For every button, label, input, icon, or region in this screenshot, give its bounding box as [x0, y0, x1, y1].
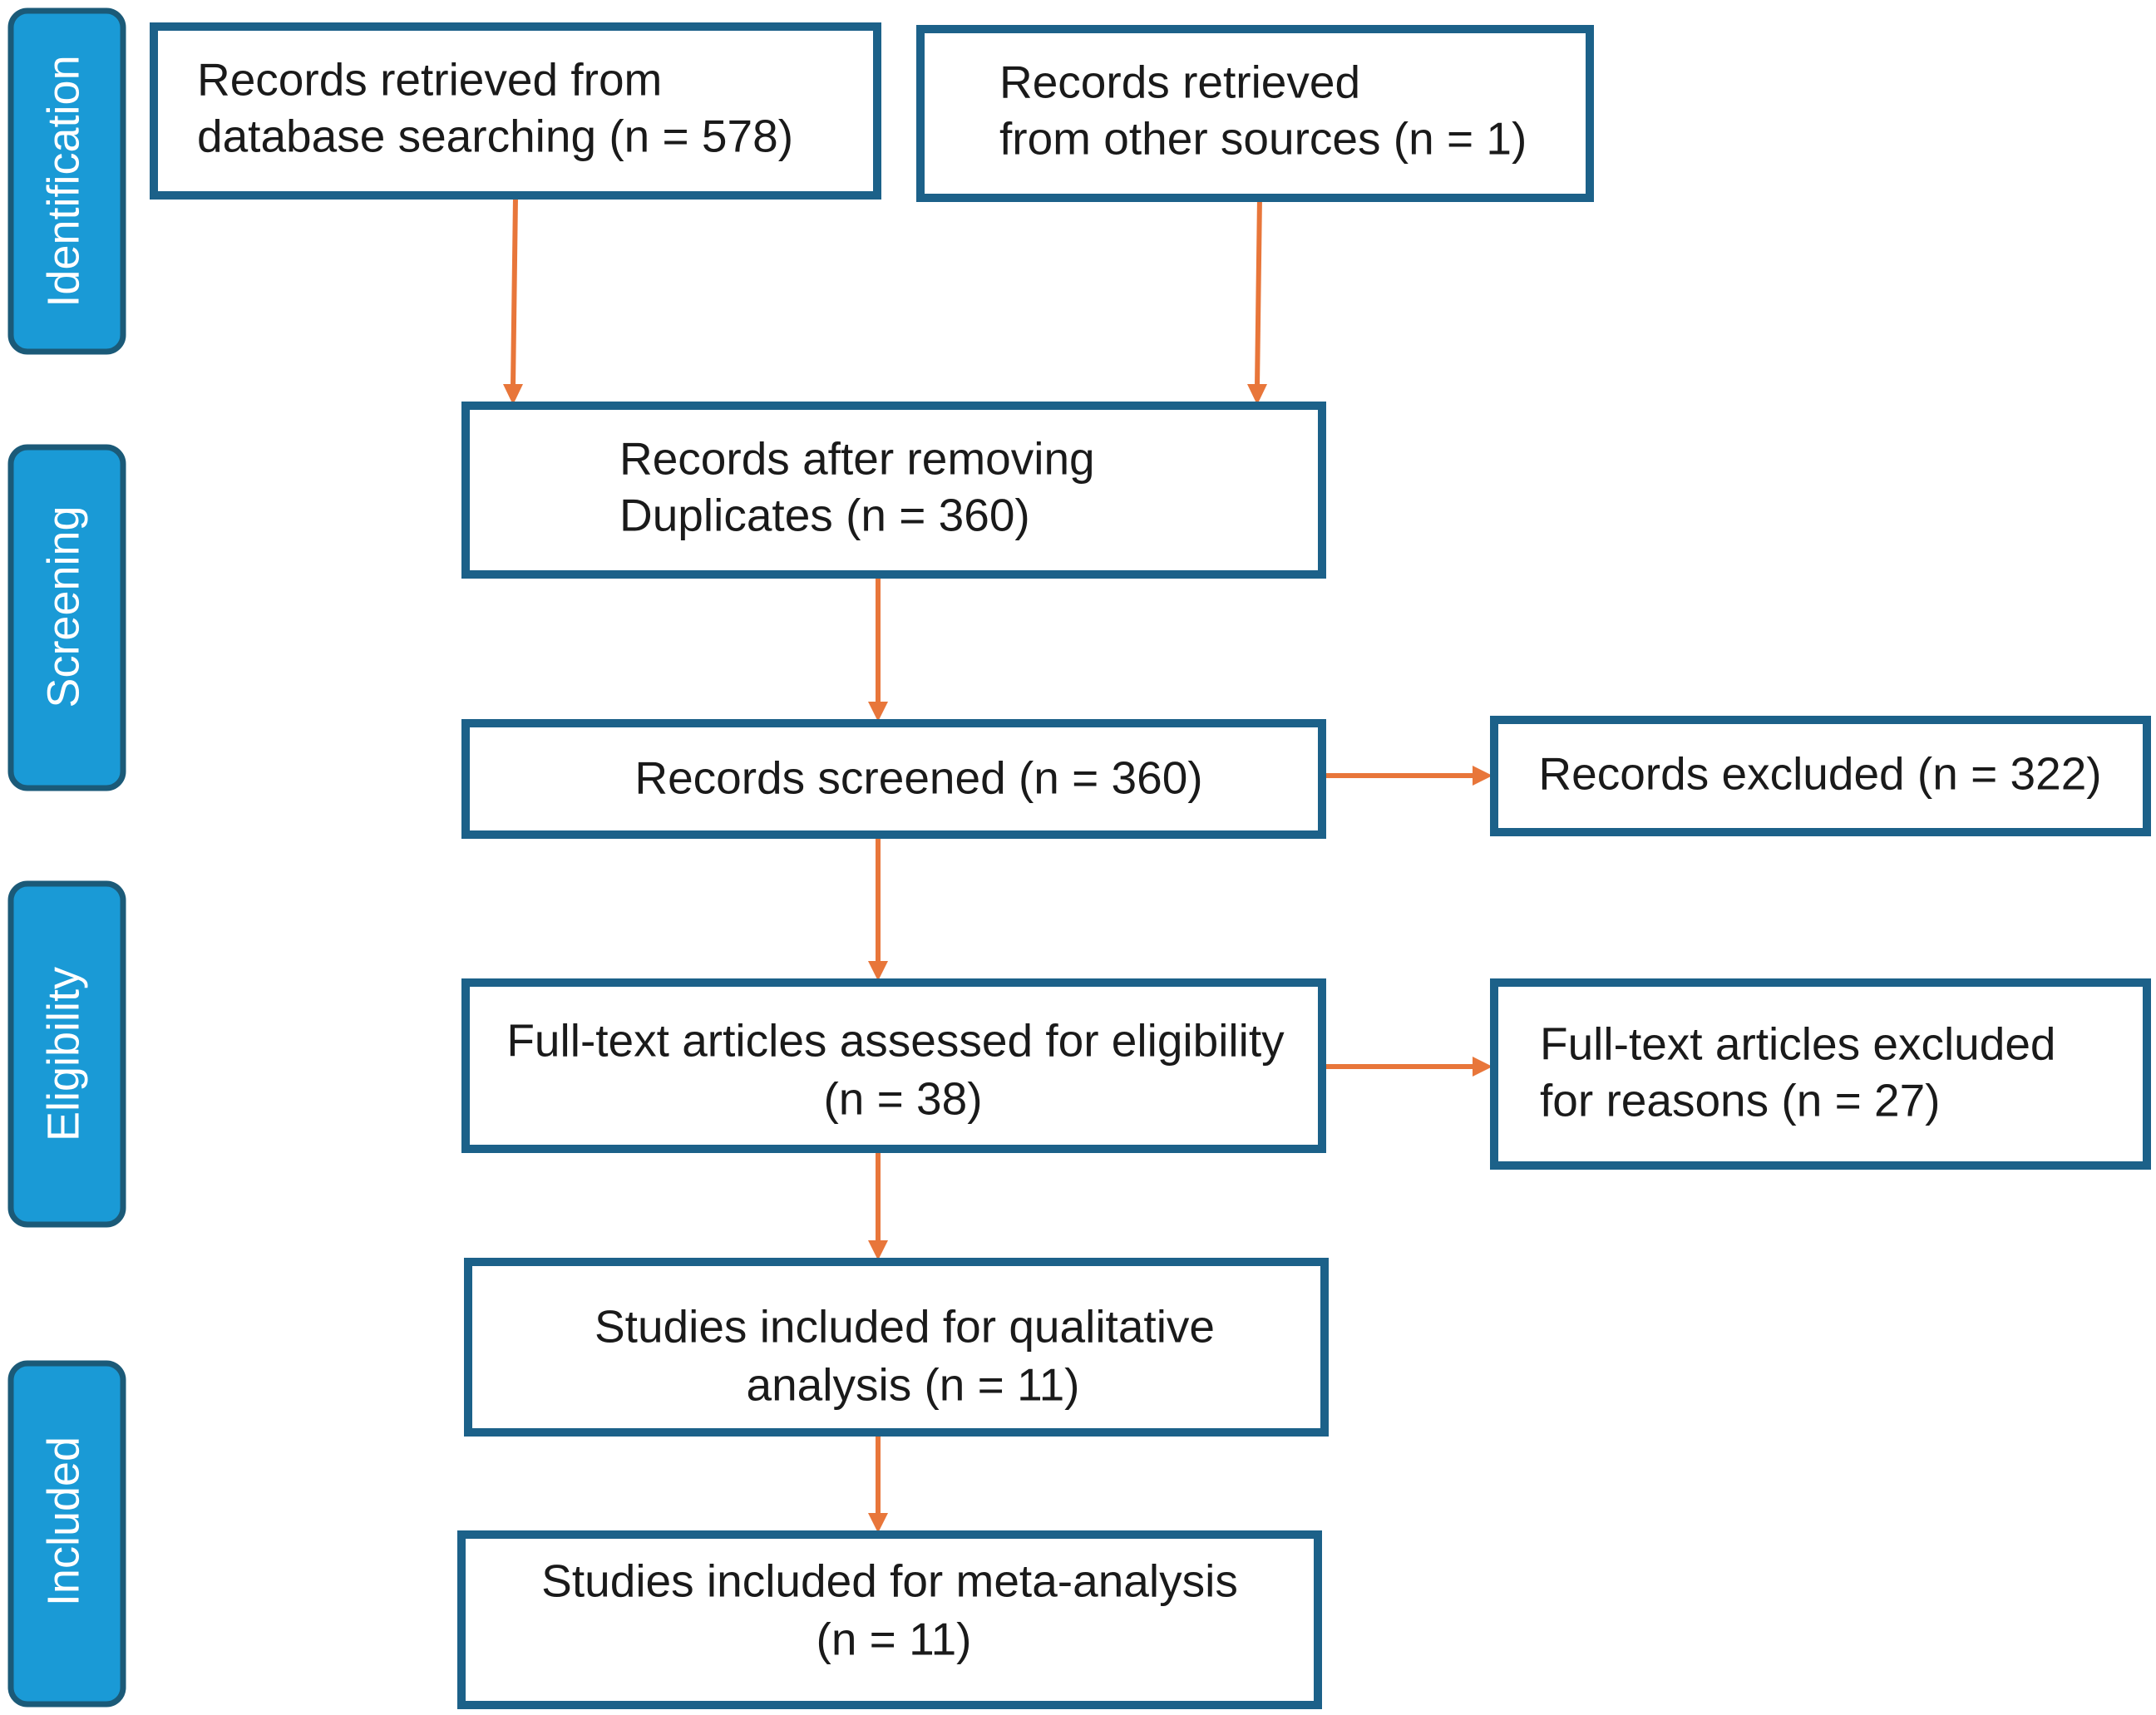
phase-included: Included [7, 1360, 126, 1708]
meta-analysis-line1: Studies included for meta-analysis [541, 1555, 1238, 1607]
arrow-other-to-dedup [1255, 196, 1262, 387]
fulltext-assessed-line1: Full-text articles assessed for eligibil… [506, 1015, 1285, 1067]
arrows [503, 196, 1492, 1533]
fulltext-assessed-line2: (n = 38) [823, 1073, 982, 1125]
qualitative-line2: analysis (n = 11) [747, 1359, 1080, 1411]
fulltext-excluded-line2: for reasons (n = 27) [1540, 1075, 1941, 1126]
after-duplicates-line2: Duplicates (n = 360) [619, 490, 1030, 541]
qualitative-line1: Studies included for qualitative [595, 1301, 1215, 1353]
box-after-duplicates: Records after removing Duplicates (n = 3… [461, 402, 1326, 579]
meta-analysis-line2: (n = 11) [817, 1614, 972, 1665]
phase-eligibility: Eligibility [7, 880, 126, 1228]
phase-eligibility-label: Eligibility [38, 967, 88, 1141]
phase-identification-label: Identification [38, 55, 88, 307]
other-records-line2: from other sources (n = 1) [999, 113, 1527, 165]
phase-included-label: Included [38, 1437, 88, 1606]
arrow-database-to-dedup [511, 196, 518, 387]
phase-identification: Identification [7, 7, 126, 355]
after-duplicates-line1: Records after removing [619, 433, 1095, 485]
box-qualitative: Studies included for qualitative analysi… [464, 1258, 1329, 1437]
database-records-line2: database searching (n = 578) [197, 111, 793, 162]
other-records-line1: Records retrieved [999, 57, 1360, 108]
box-fulltext-excluded: Full-text articles excluded for reasons … [1490, 978, 2151, 1170]
box-fulltext-assessed: Full-text articles assessed for eligibil… [461, 978, 1326, 1153]
box-screened: Records screened (n = 360) [461, 719, 1326, 839]
box-other-records: Records retrieved from other sources (n … [916, 25, 1594, 202]
phase-screening-label: Screening [38, 505, 88, 707]
screened-line1: Records screened (n = 360) [634, 752, 1202, 804]
phase-screening: Screening [7, 444, 126, 791]
box-database-records: Records retrieved from database searchin… [150, 22, 881, 200]
fulltext-excluded-line1: Full-text articles excluded [1540, 1018, 2056, 1070]
box-excluded: Records excluded (n = 322) [1490, 716, 2151, 836]
excluded-line1: Records excluded (n = 322) [1538, 748, 2101, 800]
box-meta-analysis: Studies included for meta-analysis (n = … [457, 1530, 1322, 1709]
database-records-line1: Records retrieved from [197, 54, 662, 106]
